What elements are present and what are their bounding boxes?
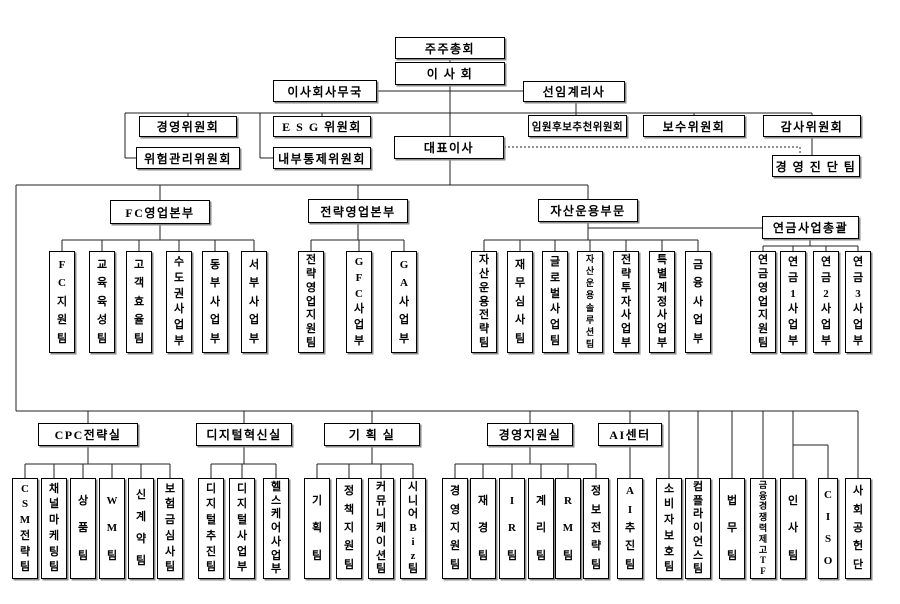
box-cpc-strategy-office: CPC전략실	[38, 423, 138, 446]
box-management-committee: 경영위원회	[139, 116, 237, 137]
box-senior-actuary: 선임계리사	[523, 81, 625, 102]
box-shareholders-meeting: 주주총회	[395, 37, 505, 59]
box-digital-innovation-office: 디지털혁신실	[196, 423, 292, 446]
box-board-secretariat: 이사회사무국	[273, 80, 377, 102]
box-ceo: 대표이사	[394, 136, 504, 159]
box-asset-management-division: 자산운용부문	[538, 199, 638, 222]
box-management-diagnosis-team: 경 영 진 단 팀	[772, 155, 860, 177]
box-board-of-directors: 이 사 회	[395, 62, 505, 85]
box-strategic-sales-division: 전략영업본부	[308, 199, 408, 223]
box-management-support-office: 경영지원실	[487, 423, 573, 446]
box-nomination-committee: 임원후보추천위원회	[528, 115, 627, 137]
box-fc-sales-division: FC영업본부	[110, 200, 210, 224]
box-risk-management-committee: 위험관리위원회	[136, 147, 240, 169]
box-internal-control-committee: 내부통제위원회	[273, 147, 371, 169]
box-esg-committee: E S G 위원회	[273, 116, 371, 137]
box-ai-center: AI센터	[598, 423, 662, 446]
box-planning-office: 기 획 실	[324, 423, 420, 446]
box-pension-business-division: 연금사업총괄	[762, 216, 859, 239]
box-compensation-committee: 보수위원회	[643, 115, 745, 137]
box-audit-committee: 감사위원회	[763, 115, 861, 137]
